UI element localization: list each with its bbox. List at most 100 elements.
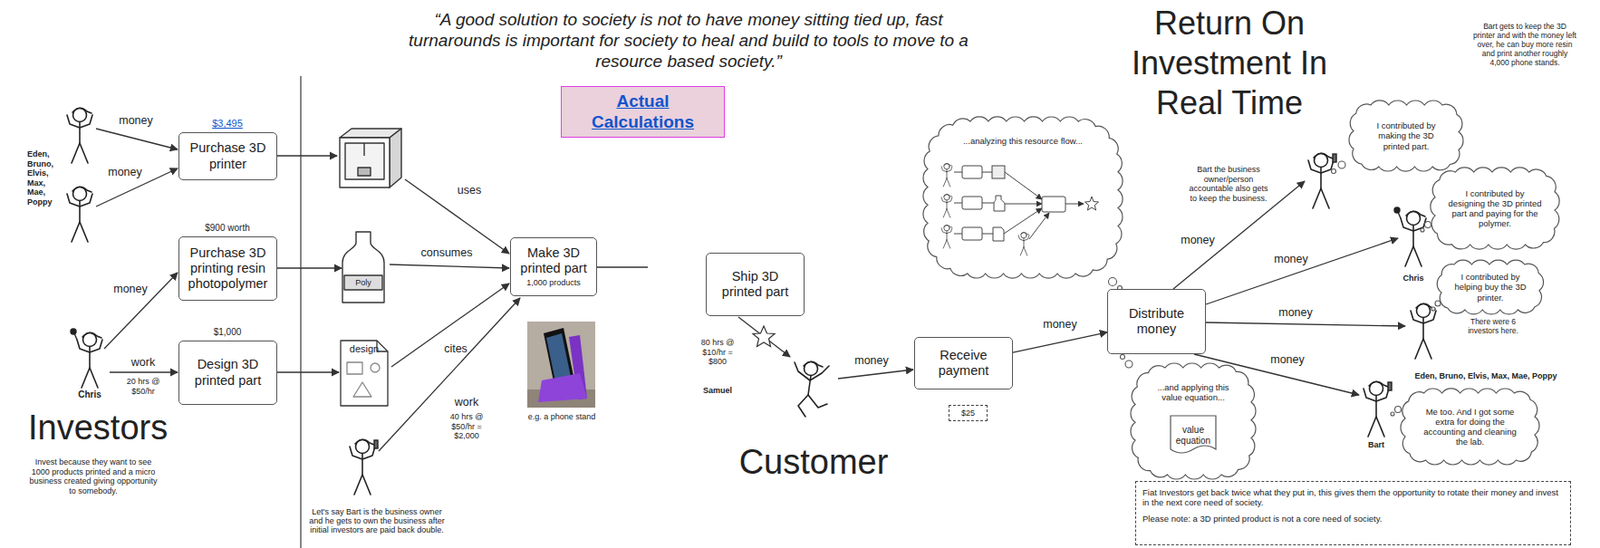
text-group: Ship 3D printed part — [713, 269, 799, 300]
text-group: Distribute money — [1114, 306, 1200, 338]
edge-label: consumes — [410, 246, 483, 261]
edge-label: money — [1040, 318, 1080, 332]
cloud-outline-path — [1400, 388, 1540, 465]
price: $1,000 — [191, 327, 264, 338]
investor-names: Eden, Bruno, Elvis, Max, Mae, Poppy — [1395, 371, 1577, 382]
node-text: I contributed by helping buy the 3D prin… — [1451, 271, 1530, 303]
node-text: Actual Calculations — [568, 91, 719, 133]
text-group: Receive payment — [921, 347, 1007, 379]
document-shape: value equation — [1169, 414, 1217, 457]
divider-line — [300, 76, 302, 548]
text-group: Make 3D printed part1,000 products — [517, 245, 591, 289]
node-text: Receive payment — [921, 347, 1007, 379]
edge-label: money — [1260, 353, 1315, 367]
node-text: ...analyzing this resource flow... — [945, 135, 1100, 146]
node-text: $25 — [953, 408, 984, 419]
person-name: Chris — [1390, 273, 1437, 284]
text-group: $25 — [953, 408, 984, 419]
process-box: Design 3D printed part — [178, 340, 278, 405]
node-text: Fiat Investors get back twice what they … — [1142, 487, 1563, 508]
connector — [1012, 332, 1108, 353]
process-box: Make 3D printed part1,000 products — [510, 237, 598, 297]
edge-label: money — [103, 282, 158, 297]
price: $900 worth — [182, 222, 273, 234]
node-text: Purchase 3D printing resin photopolymer — [185, 245, 271, 292]
cloud-outline-path — [923, 116, 1123, 279]
node-text: Make 3D printed part — [517, 245, 591, 277]
text-group: I contributed by designing the 3D printe… — [1447, 188, 1543, 230]
edge-label: money — [1170, 233, 1225, 248]
edge-label: work — [443, 395, 490, 410]
section-heading: Investors — [28, 407, 192, 448]
note: Let's say Bart is the business owner and… — [308, 507, 445, 535]
phone-stand-photo — [527, 321, 596, 408]
node-text: 1,000 products — [517, 278, 591, 289]
price-link: $3,495 — [191, 117, 264, 130]
star-symbol — [752, 326, 775, 347]
cloud-outline-path — [1436, 260, 1543, 315]
speech-bubble: Me too. And I got some extra for doing t… — [1399, 387, 1541, 466]
edge-label: money — [108, 114, 164, 128]
text-group: Fiat Investors get back twice what they … — [1142, 487, 1563, 525]
document-label: design — [341, 343, 387, 356]
text-group: Actual Calculations — [568, 91, 719, 133]
note: Bart gets to keep the 3D printer and wit… — [1471, 21, 1579, 68]
link-button: Actual Calculations — [560, 86, 725, 139]
text-group: Design 3D printed part — [185, 356, 271, 388]
thought-cloud: ...analyzing this resource flow... — [922, 115, 1124, 280]
process-box: Purchase 3D printing resin photopolymer — [178, 236, 278, 301]
edge-label: money — [844, 354, 899, 368]
cloud-outline-path — [1349, 100, 1464, 172]
investor-names: Eden, Bruno, Elvis, Max, Mae, Poppy — [27, 149, 64, 207]
note: Invest because they want to see 1000 pro… — [25, 457, 162, 496]
thought-cloud: ...and applying this value equation... va… — [1129, 362, 1257, 481]
note: Bart the business owner/person accountab… — [1185, 164, 1273, 203]
process-box: Purchase 3D printer — [178, 132, 278, 181]
amount-box: $25 — [948, 404, 988, 422]
printer-icon — [339, 128, 402, 188]
document-outline-path — [1170, 415, 1216, 454]
edge-label: work — [115, 356, 171, 370]
stick-figures — [67, 107, 1437, 495]
text-group: I contributed by helping buy the 3D prin… — [1451, 271, 1530, 303]
speech-bubble: I contributed by helping buy the 3D prin… — [1436, 259, 1545, 316]
speech-bubble: I contributed by designing the 3D printe… — [1429, 166, 1561, 251]
text-group: Purchase 3D printer — [185, 140, 271, 172]
title: Return On Investment In Real Time — [1116, 3, 1343, 124]
edge-label: money — [1263, 252, 1319, 267]
process-box: Ship 3D printed part — [705, 252, 805, 317]
node-text: Ship 3D printed part — [713, 269, 799, 300]
process-box: Receive payment — [914, 337, 1013, 390]
speech-bubble: I contributed by making the 3D printed p… — [1348, 99, 1465, 173]
cloud-outline-path — [1430, 167, 1560, 250]
note: There were 6 investors here. — [1460, 317, 1526, 336]
text-group: Purchase 3D printing resin photopolymer — [185, 245, 271, 292]
work-rate: 80 hrs @ $10/hr = $800 — [698, 337, 737, 367]
text-group: ...and applying this value equation... — [1155, 382, 1232, 403]
note-box: Fiat Investors get back twice what they … — [1135, 481, 1572, 546]
node-text: Purchase 3D printer — [185, 140, 271, 172]
bottle-label: Poly — [345, 278, 382, 289]
node-text: I contributed by designing the 3D printe… — [1447, 188, 1543, 230]
node-text: value equation — [1174, 424, 1214, 447]
node-text: Design 3D printed part — [185, 356, 271, 388]
node-text: Me too. And I got some extra for doing t… — [1419, 406, 1522, 448]
text-group: Me too. And I got some extra for doing t… — [1419, 406, 1522, 448]
node-text: Distribute money — [1114, 306, 1200, 338]
design-document-icon — [340, 340, 388, 406]
person-name: Samuel — [690, 385, 745, 396]
cloud-outline-path — [1130, 363, 1256, 480]
text-group: value equation — [1174, 424, 1214, 447]
work-rate: 40 hrs @ $50/hr = $2,000 — [445, 412, 488, 442]
edge-label: uses — [446, 183, 492, 198]
mini-flow-diagram — [941, 163, 1099, 257]
node-text: I contributed by making the 3D printed p… — [1364, 120, 1448, 152]
node-text: Please note: a 3D printed product is not… — [1142, 513, 1563, 524]
edge-label: money — [97, 165, 153, 180]
section-heading: Customer — [722, 442, 905, 482]
image-caption: e.g. a phone stand — [511, 412, 612, 423]
edge-label: money — [1268, 306, 1323, 320]
customer-figure — [794, 361, 829, 417]
text-group: ...analyzing this resource flow... — [945, 135, 1100, 146]
